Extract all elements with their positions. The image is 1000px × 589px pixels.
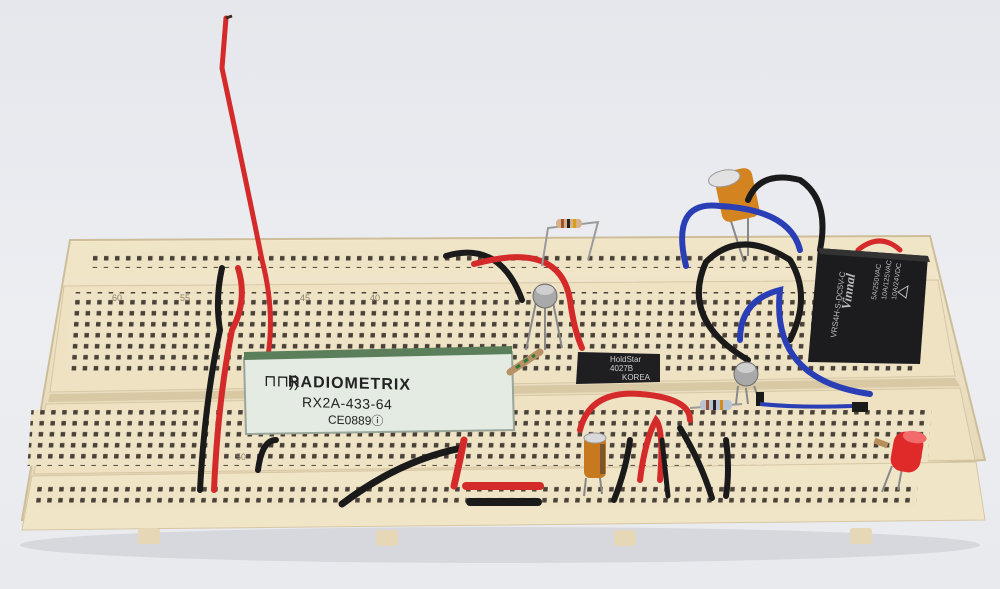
jumper-red-top: [471, 254, 585, 351]
led-red: [873, 430, 927, 493]
jumper-red-left: [211, 265, 245, 493]
ic-chip-4027: HoldStar 4027B KOREA: [576, 352, 660, 384]
jumper-black-left: [197, 265, 225, 493]
bottom-power-rail-holes: [35, 486, 918, 508]
board-shadow: [20, 527, 980, 563]
jumper-black-mid1: [611, 437, 633, 503]
resistor-top: [541, 219, 600, 267]
relay-brand: Vinnal: [838, 272, 858, 310]
jumper-black-mid2: [677, 425, 715, 501]
jumper-black-center: [338, 444, 466, 508]
jumper-black-top-right: [745, 174, 826, 253]
jumper-black-mid4: [659, 437, 671, 499]
ic-line2: 4027B: [610, 364, 633, 373]
relay-spec1: 5A/250VAC: [871, 264, 883, 301]
jumper-blue-bottom: [737, 286, 873, 397]
resistor-right: [689, 400, 743, 410]
jumper-red-relay: [855, 238, 903, 253]
jumper-black-loop-right: [695, 241, 804, 363]
jumper-blue-top: [679, 202, 803, 269]
jumper-red-loop: [577, 390, 693, 433]
transistor-top: [525, 283, 563, 351]
resistor-diagonal: [506, 348, 544, 376]
jumper-black-short: [255, 437, 279, 473]
ic-line3: KOREA: [622, 373, 651, 382]
antenna-wire: [219, 15, 273, 359]
transistor-right: [733, 361, 764, 406]
ic-line1: HoldStar: [610, 355, 641, 364]
jumper-red-center: [450, 436, 468, 490]
jumper-black-small: [852, 402, 868, 412]
capacitor-bottom: [583, 432, 607, 497]
relay: Vinnal VRS4H-S-DC5V-C 5A/250VAC 10A/125V…: [808, 248, 930, 364]
rf-receiver-module: [242, 346, 516, 436]
jumper-black-mid3: [723, 437, 731, 499]
